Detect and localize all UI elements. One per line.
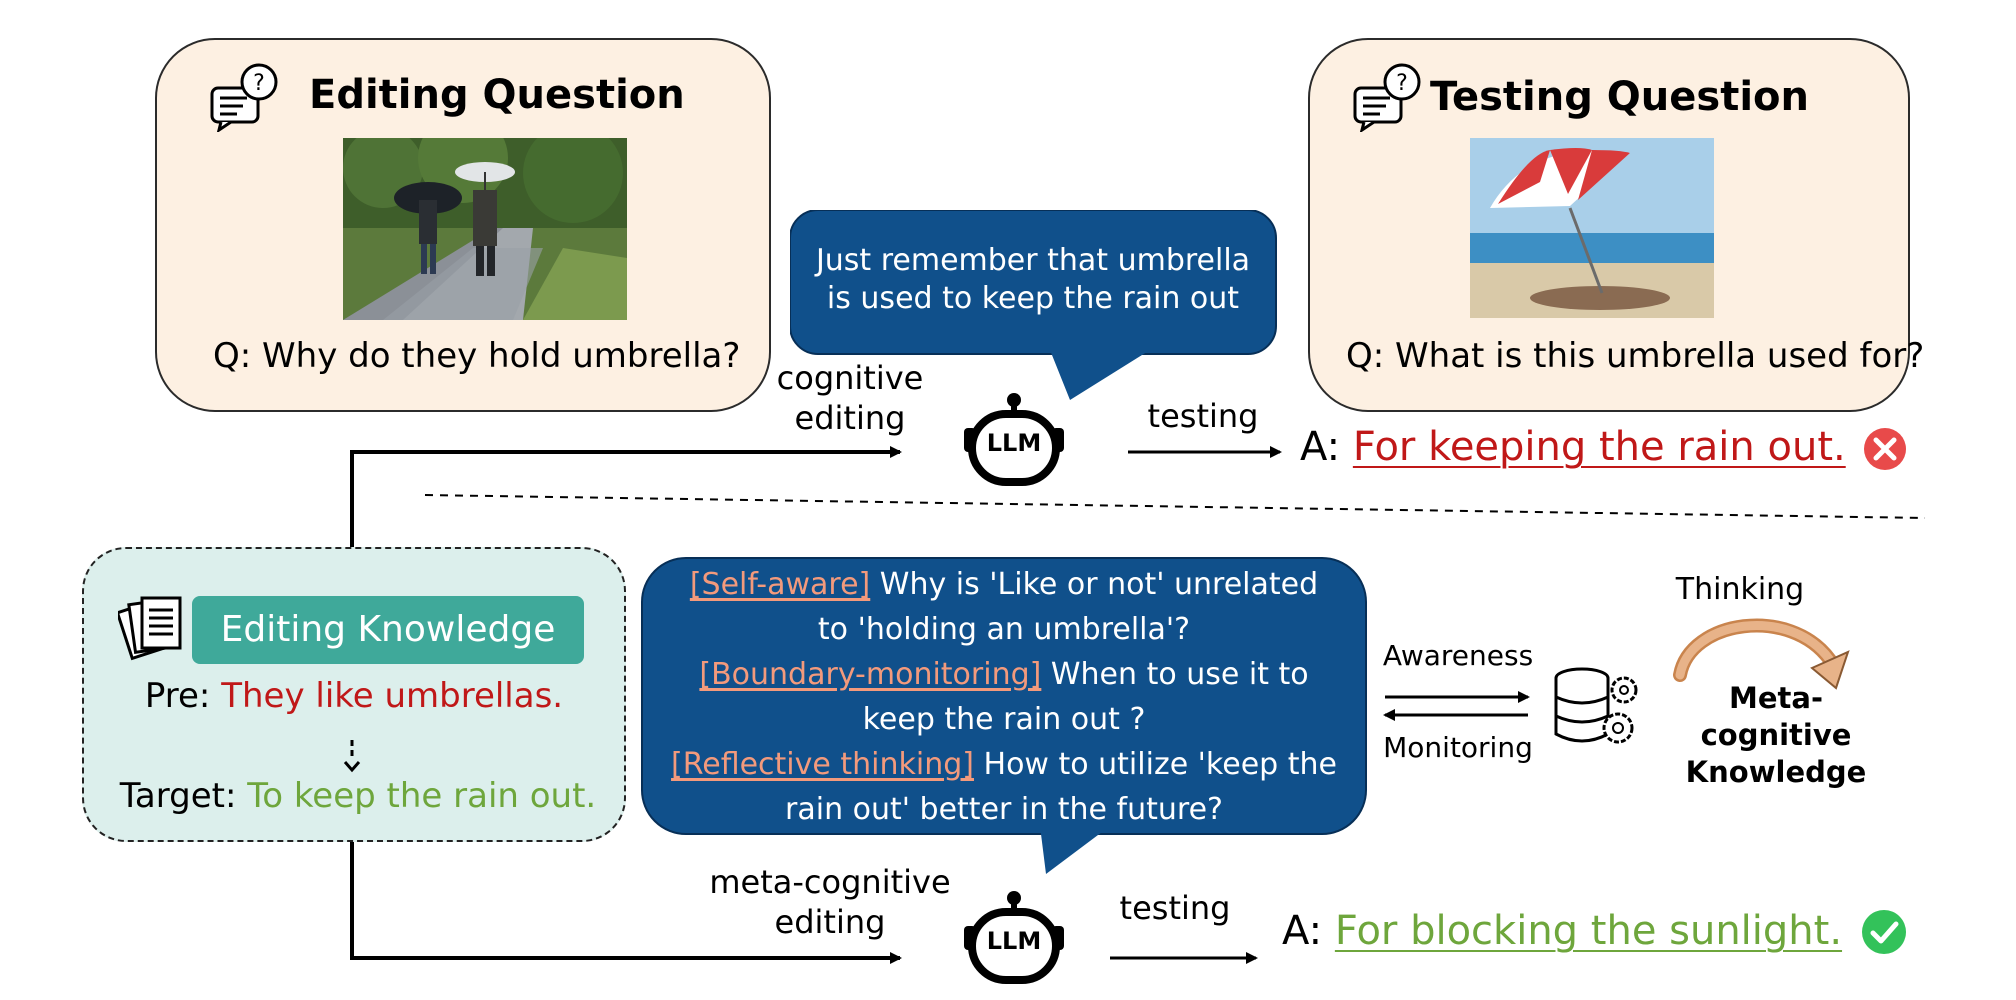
top-bubble-line-1: Just remember that umbrella (815, 243, 1251, 278)
llm-robot-top: LLM (958, 392, 1070, 492)
editing-question-panel: ? Editing Question Q: Why do they hold u… (155, 38, 771, 412)
target-label: Target: (119, 776, 237, 816)
meta-line-2: to 'holding an umbrella'? (817, 612, 1191, 647)
awareness-label: Awareness (1382, 639, 1534, 672)
top-speech-bubble (790, 210, 1277, 400)
green-check-icon (1862, 910, 1906, 954)
meta-line-3: [Boundary-monitoring] When to use it to (699, 657, 1309, 692)
meta-line-1: [Self-aware] Why is 'Like or not' unrela… (689, 567, 1319, 602)
monitoring-label: Monitoring (1383, 731, 1533, 764)
beach-umbrella-photo (1470, 138, 1714, 318)
meta-line-5: [Reflective thinking] How to utilize 'ke… (671, 747, 1337, 782)
pre-knowledge: Pre: They like umbrellas. (82, 676, 626, 716)
thinking-arrow-head (1810, 650, 1850, 690)
llm-robot-bottom: LLM (958, 890, 1070, 990)
meta-edit-connector (350, 842, 902, 964)
correct-answer-text: For blocking the sunlight. (1334, 908, 1843, 954)
answer-prefix: A: (1282, 908, 1323, 954)
meta-cognitive-knowledge-label: Meta-cognitive Knowledge (1685, 681, 1867, 789)
section-divider (424, 494, 1926, 519)
meta-line-6: rain out' better in the future? (785, 792, 1223, 827)
wrong-answer-text: For keeping the rain out. (1352, 424, 1846, 470)
question-chat-icon: ? (1353, 63, 1421, 132)
editing-knowledge-title: Editing Knowledge (192, 596, 584, 664)
thinking-label: Thinking (1675, 572, 1805, 607)
meta-speech-bubble (641, 557, 1367, 874)
cognitive-edit-connector (350, 446, 902, 547)
testing-question-text: Q: What is this umbrella used for? (1346, 336, 1925, 376)
cognitive-editing-label: cognitive editing (776, 359, 924, 437)
pre-value: They like umbrellas. (221, 676, 564, 716)
rain-walk-photo (343, 138, 627, 320)
top-answer: A: For keeping the rain out. (1300, 424, 1846, 470)
bottom-answer: A: For blocking the sunlight. (1282, 908, 1842, 954)
question-chat-icon: ? (210, 63, 278, 132)
bottom-testing-label: testing (1119, 889, 1231, 927)
target-value: To keep the rain out. (247, 776, 597, 816)
meta-line-4: keep the rain out ? (862, 702, 1146, 737)
documents-icon (118, 596, 182, 661)
top-testing-label: testing (1147, 397, 1259, 435)
boundary-monitoring-tag: [Boundary-monitoring] (699, 657, 1042, 692)
editing-question-text: Q: Why do they hold umbrella? (213, 336, 741, 376)
editing-question-title: Editing Question (309, 72, 685, 118)
meta-cognitive-editing-label: meta-cognitive editing (709, 863, 951, 941)
database-gear-icon (1554, 667, 1638, 744)
top-bubble-text: Just remember that umbrella is used to k… (790, 242, 1276, 318)
pre-label: Pre: (144, 676, 211, 716)
robot-icon (964, 891, 1064, 984)
target-knowledge: Target: To keep the rain out. (88, 776, 628, 816)
llm-label: LLM (986, 927, 1042, 955)
robot-icon (964, 393, 1064, 486)
meta-bubble-text: [Self-aware] Why is 'Like or not' unrela… (642, 562, 1366, 832)
red-x-icon (1864, 428, 1906, 470)
thinking-arrow (1673, 618, 1837, 682)
top-bubble-line-2: is used to keep the rain out (826, 281, 1240, 316)
testing-question-panel: ? Testing Question Q: What is this umbre… (1308, 38, 1924, 412)
reflective-thinking-tag: [Reflective thinking] (671, 747, 974, 782)
llm-label: LLM (986, 429, 1042, 457)
self-aware-tag: [Self-aware] (689, 567, 871, 602)
svg-text:?: ? (253, 71, 265, 96)
answer-prefix: A: (1300, 424, 1341, 470)
svg-text:?: ? (1396, 71, 1408, 96)
testing-question-title: Testing Question (1430, 74, 1809, 120)
down-dashed-arrow (343, 740, 361, 773)
